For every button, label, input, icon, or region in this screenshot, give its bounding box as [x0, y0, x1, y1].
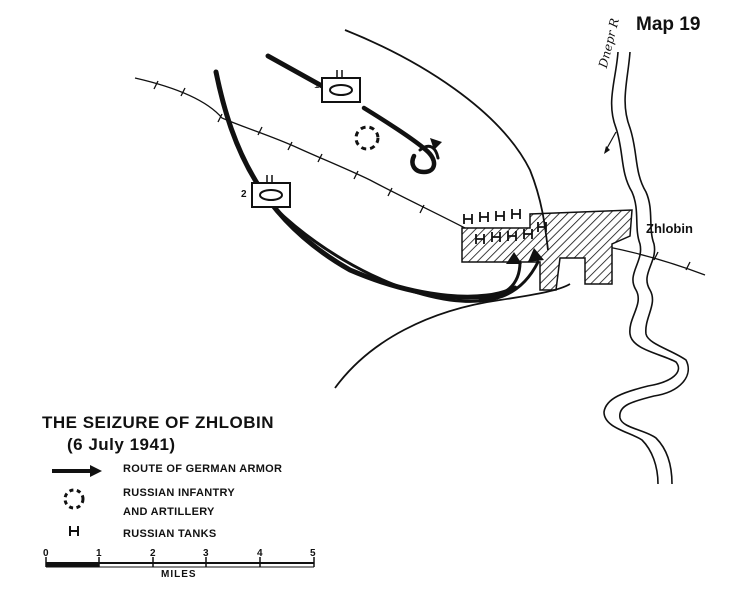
map-title: THE SEIZURE OF ZHLOBIN [42, 413, 274, 432]
russian-tanks [463, 209, 547, 244]
legend-infantry-label: RUSSIAN INFANTRY [123, 487, 235, 499]
scale-tick-1: 1 [96, 548, 102, 559]
town-label-zhlobin: Zhlobin [646, 221, 693, 236]
scale-tick-4: 4 [257, 548, 263, 559]
legend-artillery-label: AND ARTILLERY [123, 506, 215, 518]
unit-2-label: 2 [241, 189, 247, 200]
scale-unit-label: MILES [161, 569, 197, 580]
roads [334, 29, 571, 389]
unit-symbol-1 [321, 70, 361, 103]
unit-symbol-2 [251, 175, 291, 208]
scale-tick-0: 0 [43, 548, 49, 559]
scale-tick-3: 3 [203, 548, 209, 559]
legend-infantry-symbol [63, 488, 85, 510]
river [603, 51, 689, 485]
arrowhead-1 [506, 252, 522, 264]
legend-tank-symbol [69, 526, 79, 536]
armor-routes [213, 53, 540, 303]
scale-tick-2: 2 [150, 548, 156, 559]
river-flow-arrow [605, 131, 617, 151]
arrowhead-2 [528, 248, 544, 262]
scale-bar [45, 557, 315, 568]
arrowhead-3 [430, 138, 442, 150]
legend-armor-symbol [52, 465, 102, 477]
russian-infantry-marker [354, 125, 380, 151]
railway [134, 77, 706, 276]
scale-tick-5: 5 [310, 548, 316, 559]
legend-armor-label: ROUTE OF GERMAN ARMOR [123, 463, 283, 475]
map-number: Map 19 [636, 14, 701, 35]
legend-tanks-label: RUSSIAN TANKS [123, 528, 217, 540]
map-subtitle: (6 July 1941) [67, 435, 176, 454]
unit-1-label: 1 [314, 80, 320, 91]
town-area [461, 209, 633, 291]
